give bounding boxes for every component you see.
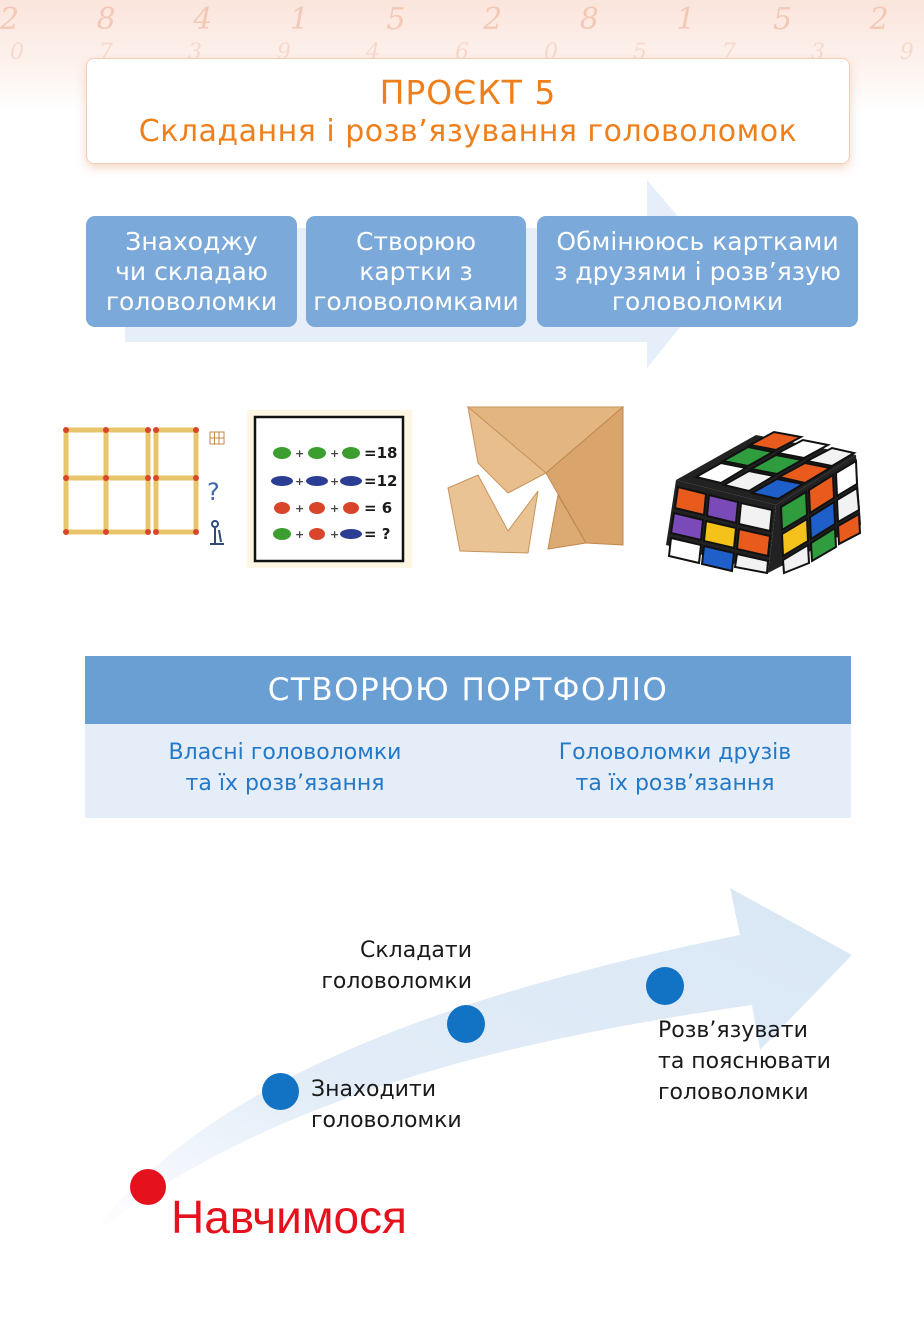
project-subtitle: Складання і розв’язування головоломок <box>138 114 798 149</box>
portfolio-body: Власні головоломки та їх розв’язання Гол… <box>85 724 851 818</box>
project-title-box: ПРОЄКТ 5 Складання і розв’язування голов… <box>86 58 850 164</box>
equation-result: =18 <box>364 444 397 462</box>
equation-puzzle-card: + + + + + + + + =18 =12 = 6 = ? <box>247 410 412 568</box>
start-dot <box>130 1169 166 1205</box>
figure-icon <box>210 520 224 545</box>
portfolio-header: СТВОРЮЮ ПОРТФОЛІО <box>85 656 851 724</box>
svg-text:+: + <box>330 528 339 541</box>
svg-text:+: + <box>330 475 339 488</box>
project-number: ПРОЄКТ 5 <box>379 73 557 112</box>
svg-text:+: + <box>295 502 304 515</box>
question-icon: ? <box>207 478 220 506</box>
rubiks-cube-image <box>656 395 868 575</box>
step-label: Створюю картки з головоломками <box>313 226 519 316</box>
skill-find-puzzles: Знаходити головоломки <box>311 1077 462 1133</box>
matchstick-puzzle-image: ? <box>58 420 230 560</box>
step-find-puzzles: Знаходжу чи складаю головоломки <box>86 216 297 327</box>
decorative-digits: 2 8 4 1 5 2 8 1 5 2 8 4 1 5 2 8 4 1 5 2 … <box>0 2 924 37</box>
svg-text:+: + <box>295 528 304 541</box>
equation-result: = ? <box>364 525 391 543</box>
portfolio-title: СТВОРЮЮ ПОРТФОЛІО <box>267 672 669 708</box>
skill-make-puzzles: Складати головоломки <box>321 938 472 994</box>
milestone-dot <box>447 1005 485 1043</box>
equation-result: = 6 <box>364 499 392 517</box>
grid-icon <box>209 431 225 445</box>
skill-solve-puzzles: Розв’язувати та пояснювати головоломки <box>658 1018 831 1105</box>
step-label: Знаходжу чи складаю головоломки <box>105 226 278 316</box>
step-label: Обмінююсь картками з друзями і розв’язую… <box>554 226 841 316</box>
step-exchange-cards: Обмінююсь картками з друзями і розв’язую… <box>537 216 858 327</box>
svg-text:+: + <box>295 447 304 460</box>
svg-text:+: + <box>330 502 339 515</box>
equation-result: =12 <box>364 472 397 490</box>
portfolio-friends-puzzles: Головоломки друзів та їх розв’язання <box>558 740 792 796</box>
portfolio-own-puzzles: Власні головоломки та їх розв’язання <box>168 740 402 796</box>
milestone-dot <box>646 967 684 1005</box>
svg-text:+: + <box>295 475 304 488</box>
learn-heading: Навчимося <box>171 1191 407 1243</box>
milestone-dot <box>262 1073 299 1110</box>
svg-text:+: + <box>330 447 339 460</box>
tangram-puzzle-image <box>438 403 633 555</box>
step-create-cards: Створюю картки з головоломками <box>306 216 526 327</box>
